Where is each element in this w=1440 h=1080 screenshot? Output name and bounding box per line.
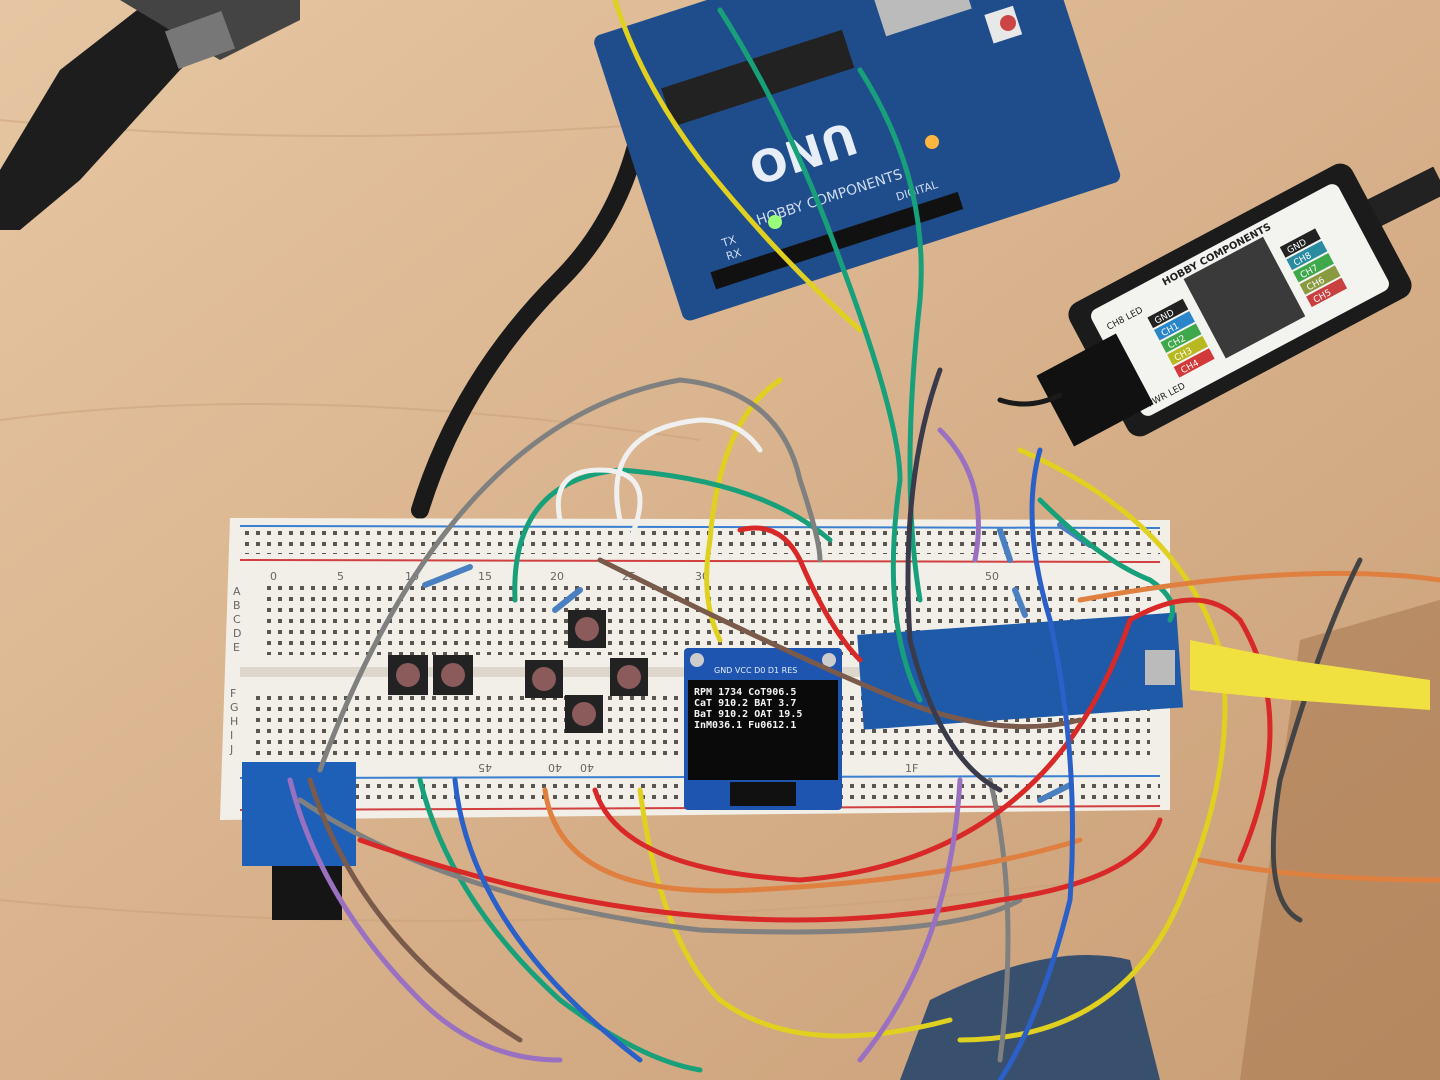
arduino-tx-label: TX	[719, 233, 738, 250]
row-letter: E	[233, 641, 240, 654]
oled-pin-header-label: GND VCC D0 D1 RES	[714, 666, 797, 675]
nano-module	[857, 612, 1184, 730]
row-letter: I	[230, 729, 233, 742]
row-letter: A	[233, 585, 241, 598]
analyzer-connector	[1036, 333, 1154, 447]
orange-led	[925, 135, 939, 149]
arduino-uno-board: UNO HOBBY COMPONENTS DIGITAL TX RX	[594, 0, 1121, 321]
row-letter: J	[229, 743, 233, 756]
row-letter: F	[230, 687, 236, 700]
nano-usb-port	[1145, 650, 1175, 685]
column-number: 15	[478, 570, 492, 583]
column-number: 20	[550, 570, 564, 583]
logic-analyzer: HOBBY COMPONENTS PWR LED CH8 LED GND CH1…	[1068, 163, 1412, 437]
column-number: 45	[478, 761, 492, 774]
oled-line: RPM 1734 CoT906.5	[694, 687, 796, 698]
floor-boards	[1240, 600, 1440, 1080]
push-buttons	[388, 610, 648, 733]
usb-cable	[411, 121, 649, 519]
row-letter: C	[233, 613, 241, 626]
row-letter: D	[233, 627, 241, 640]
yellow-probe-clip	[1190, 640, 1430, 710]
oled-display-module: GND VCC D0 D1 RES RPM 1734 CoT906.5 CaT …	[684, 648, 842, 810]
column-number: 5	[337, 570, 344, 583]
row-letter: H	[230, 715, 238, 728]
column-number: 50	[985, 570, 999, 583]
column-number: 40	[580, 761, 594, 774]
column-number: 1F	[905, 762, 918, 775]
pliers-tool	[0, 0, 300, 230]
row-letter: G	[230, 701, 239, 714]
oled-line: CaT 910.2 BAT 3.7	[694, 698, 796, 709]
column-number: 0	[270, 570, 277, 583]
arduino-rx-label: RX	[725, 246, 744, 263]
column-number: 40	[548, 761, 562, 774]
jumper-wires	[287, 0, 1440, 1080]
oled-line: BaT 910.2 OAT 19.5	[694, 709, 802, 720]
oled-line: InM036.1 Fu0612.1	[694, 720, 796, 731]
row-letter: B	[233, 599, 241, 612]
green-led	[768, 215, 782, 229]
